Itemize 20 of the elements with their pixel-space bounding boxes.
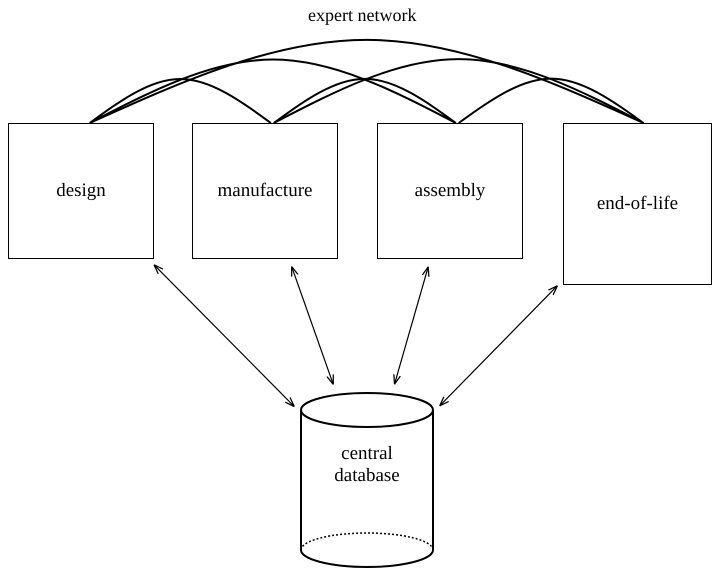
node-label: assembly [414,180,486,202]
arrow [153,264,295,408]
network-arc [89,58,456,124]
process-box [377,123,523,259]
arrow [393,266,430,385]
node-label: end-of-life [596,193,678,215]
network-arc [273,78,456,124]
node-label: central database [333,443,401,487]
arrow [438,285,558,407]
network-arc [89,38,644,124]
process-box [192,123,338,259]
network-label: expert network [308,5,416,26]
process-box [563,123,712,285]
network-arc [273,58,644,124]
network-arc [89,78,272,124]
node-label: manufacture [218,180,312,202]
process-box [8,123,154,259]
network-arc [458,78,644,124]
node-label: design [56,180,106,202]
arrow [291,266,334,386]
